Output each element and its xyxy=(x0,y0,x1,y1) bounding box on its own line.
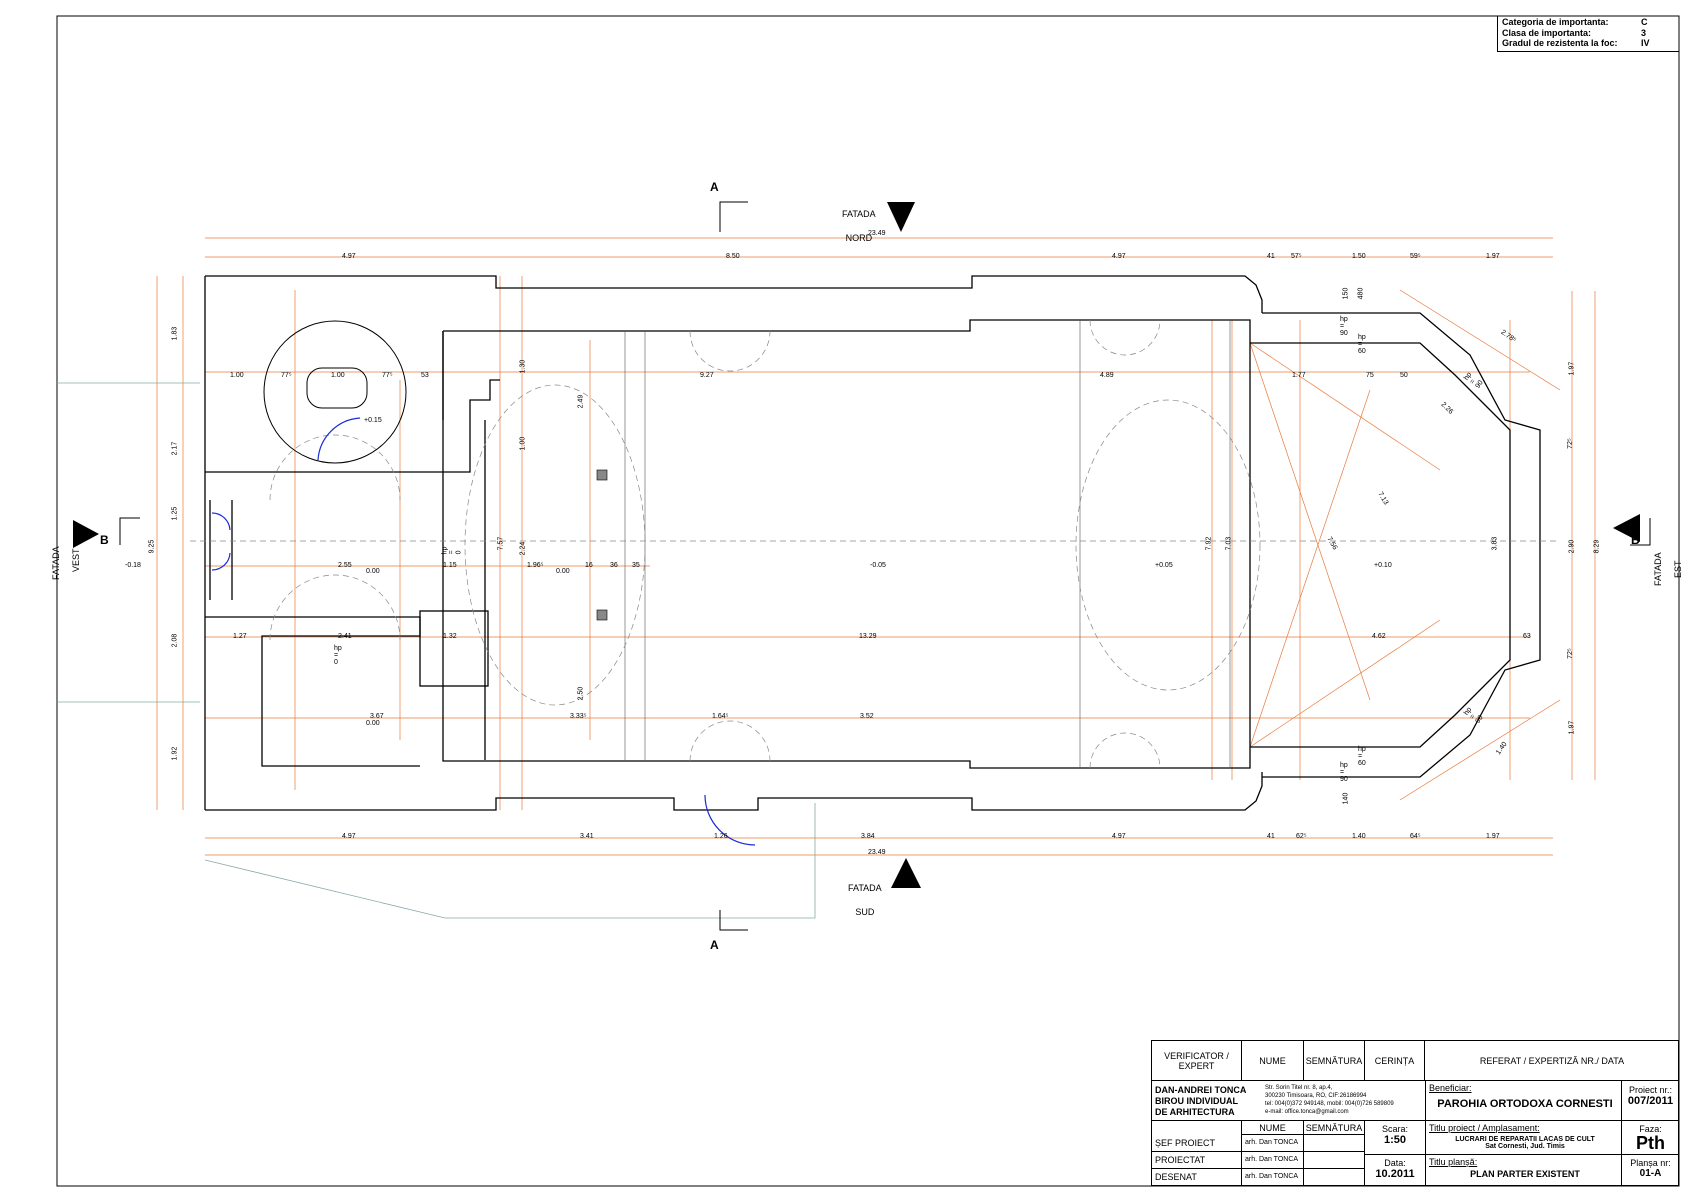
desenat-label: DESENAT xyxy=(1152,1169,1242,1186)
scara-cell: Scara: 1:50 xyxy=(1365,1121,1426,1155)
building-walls xyxy=(204,275,1541,811)
importance-row: Gradul de rezistenta la foc:IV xyxy=(1502,38,1650,48)
faza-cell: Faza: Pth xyxy=(1622,1121,1679,1155)
importance-table: Categoria de importanta:C Clasa de impor… xyxy=(1497,16,1679,52)
doors xyxy=(211,417,756,846)
plansa-cell: Planșa nr: 01-A xyxy=(1630,1158,1671,1179)
dashed-vaults xyxy=(190,319,1560,769)
cerinta-header: CERINȚA xyxy=(1365,1041,1425,1081)
site-outline xyxy=(57,382,816,919)
section-label-b-left: B xyxy=(100,533,109,547)
proiectat-name: arh. Dan TONCA xyxy=(1242,1152,1304,1169)
dimension-total-top: 23.49 xyxy=(868,230,886,237)
beneficiar-cell: Beneficiar: PAROHIA ORTODOXA CORNESTI xyxy=(1426,1081,1622,1121)
section-label-a-bottom: A xyxy=(710,938,719,952)
dimension-lines xyxy=(156,237,1596,856)
titlu-plansa-cell: Titlu planșă: PLAN PARTER EXISTENT xyxy=(1426,1155,1622,1186)
columns xyxy=(596,469,608,621)
desenat-name: arh. Dan TONCA xyxy=(1242,1169,1304,1186)
nume-header: NUME xyxy=(1242,1041,1304,1081)
sheet-frame xyxy=(56,15,1680,1187)
section-markers xyxy=(119,201,1651,931)
orientation-triangles xyxy=(73,202,1640,888)
desenat-signature xyxy=(1304,1169,1365,1186)
section-label-b-right: B xyxy=(1631,533,1640,547)
interior-lines xyxy=(624,320,1231,768)
semnatura-header: SEMNĂTURA xyxy=(1304,1041,1365,1081)
semnatura-header-2: SEMNĂTURA xyxy=(1304,1121,1365,1135)
sef-proiect-name: arh. Dan TONCA xyxy=(1242,1135,1304,1152)
title-block: VERIFICATOR / EXPERT NUME SEMNĂTURA CERI… xyxy=(1151,1040,1679,1186)
importance-row: Clasa de importanta:3 xyxy=(1502,27,1647,38)
proiectat-signature xyxy=(1304,1152,1365,1169)
importance-row: Categoria de importanta:C xyxy=(1502,17,1648,27)
blank-cell xyxy=(1152,1121,1242,1135)
dimension-total-bottom: 23.49 xyxy=(868,849,886,856)
proiectat-label: PROIECTAT xyxy=(1152,1152,1242,1169)
proiect-cell: Proiect nr.: 007/2011 xyxy=(1622,1081,1679,1121)
sef-proiect-label: ȘEF PROIECT xyxy=(1152,1135,1242,1152)
referat-header: REFERAT / EXPERTIZĂ NR./ DATA xyxy=(1425,1041,1679,1081)
sef-proiect-signature xyxy=(1304,1135,1365,1152)
section-label-a-top: A xyxy=(710,180,719,194)
firm-address: Str. Sorin Titel nr. 8, ap.4,300230 Timi… xyxy=(1262,1081,1426,1121)
nume-header-2: NUME xyxy=(1242,1121,1304,1135)
titlu-proiect-cell: Titlu proiect / Amplasament: LUCRARI DE … xyxy=(1426,1121,1622,1155)
data-cell: Data: 10.2011 xyxy=(1365,1155,1426,1186)
verificator-header: VERIFICATOR / EXPERT xyxy=(1152,1041,1242,1081)
stair-tower xyxy=(263,320,407,464)
